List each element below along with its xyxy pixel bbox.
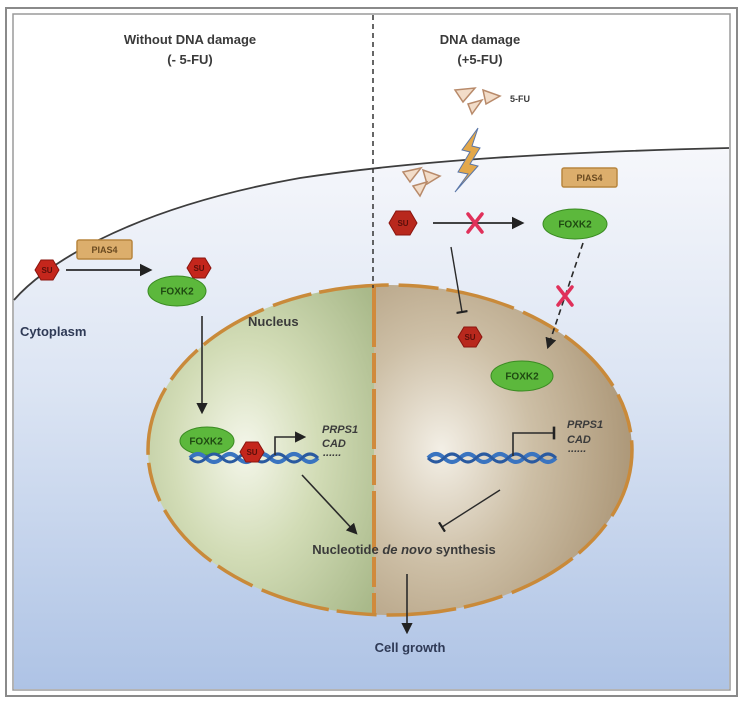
svg-text:SU: SU: [41, 266, 52, 275]
svg-text:FOXK2: FOXK2: [160, 287, 194, 298]
gene-cad-left: CAD: [322, 438, 346, 450]
gene-ellipsis-right: ......: [568, 443, 586, 455]
foxk2-ellipse-left-cytoplasm: FOXK2: [147, 275, 207, 307]
svg-text:SU: SU: [246, 448, 257, 457]
gene-prps1-right: PRPS1: [567, 419, 603, 431]
pias4-box-left: [76, 239, 133, 260]
dna-helix-right: [426, 452, 558, 464]
svg-text:FOXK2: FOXK2: [505, 372, 539, 383]
5fu-triangle-icon: [453, 87, 477, 104]
synthesis-activation-arrow: [301, 474, 358, 535]
right-panel-subtitle: (+5-FU): [457, 52, 502, 67]
foxk2-ellipse-right-nuclear: FOXK2: [490, 360, 554, 392]
5fu-triangle-icon: [401, 166, 423, 184]
foxk2-ellipse-right-cytoplasm: FOXK2: [542, 208, 608, 240]
left-panel-subtitle: (- 5-FU): [167, 52, 213, 67]
inhibition-x-icon: [556, 285, 574, 307]
sumo-hexagon-right-free: SU: [388, 210, 418, 236]
gene-ellipsis-left: ......: [323, 447, 341, 459]
sumo-inhibition-line: [450, 246, 468, 315]
nucleotide-synthesis-label: Nucleotide de novo synthesis: [312, 542, 496, 557]
5fu-triangle-icon: [421, 168, 442, 186]
5fu-molecules-extracellular: [453, 87, 502, 116]
svg-text:SU: SU: [397, 219, 408, 228]
cytoplasm-label: Cytoplasm: [20, 324, 86, 339]
5fu-molecules-intracellular: [401, 166, 442, 198]
cell-membrane: [13, 147, 730, 301]
gene-prps1-left: PRPS1: [322, 424, 358, 436]
synthesis-italic: de novo: [382, 542, 432, 557]
pias4-label-right: PIAS4: [576, 173, 602, 183]
5fu-label: 5-FU: [510, 94, 530, 104]
synthesis-prefix: Nucleotide: [312, 542, 382, 557]
nucleus-label: Nucleus: [248, 314, 299, 329]
nuclear-envelope: [146, 283, 634, 617]
foxk2-ellipse-left-nuclear: FOXK2: [179, 426, 235, 456]
sumo-hexagon-right-nuclear: SU: [457, 326, 483, 348]
left-panel-title: Without DNA damage: [124, 32, 256, 47]
svg-text:SU: SU: [193, 264, 204, 273]
5fu-triangle-icon: [411, 180, 429, 198]
svg-text:FOXK2: FOXK2: [189, 437, 223, 448]
transcription-activation-arrow: [274, 431, 307, 455]
synthesis-inhibition-line: [438, 489, 501, 533]
sumo-hexagon-left-free: SU: [34, 259, 60, 281]
right-panel-title: DNA damage: [440, 32, 520, 47]
svg-text:SU: SU: [464, 333, 475, 342]
5fu-triangle-icon: [466, 98, 484, 116]
cell-growth-label: Cell growth: [375, 640, 446, 655]
gene-cad-right: CAD: [567, 434, 591, 446]
5fu-triangle-icon: [481, 88, 502, 106]
synthesis-suffix: synthesis: [432, 542, 496, 557]
transcription-repression-bar: [512, 426, 556, 456]
svg-text:FOXK2: FOXK2: [558, 220, 592, 231]
pias4-box-right: [561, 167, 618, 188]
sumo-hexagon-left-dna: SU: [239, 441, 265, 463]
pias4-label-left: PIAS4: [91, 245, 117, 255]
inhibition-x-icon: [466, 212, 484, 234]
dna-damage-lightning-icon: [454, 127, 481, 193]
